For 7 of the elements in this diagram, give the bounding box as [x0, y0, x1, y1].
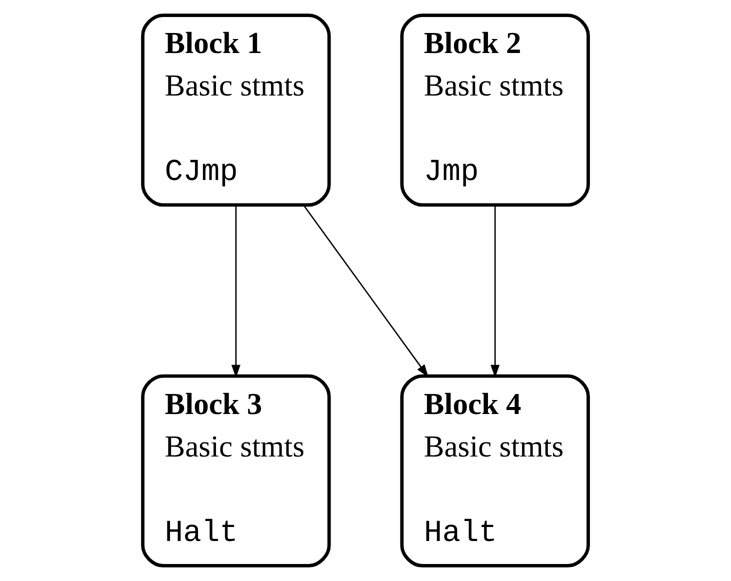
arrow — [303, 204, 428, 378]
node-box: Block 4 Basic stmts Halt — [400, 374, 590, 568]
arrow — [231, 205, 240, 378]
node-box: Block 3 Basic stmts Halt — [141, 374, 331, 568]
arrow — [490, 205, 500, 378]
node-box: Block 1 Basic stmts CJmp — [141, 14, 331, 207]
node-box: Block 2 Basic stmts Jmp — [400, 14, 590, 207]
